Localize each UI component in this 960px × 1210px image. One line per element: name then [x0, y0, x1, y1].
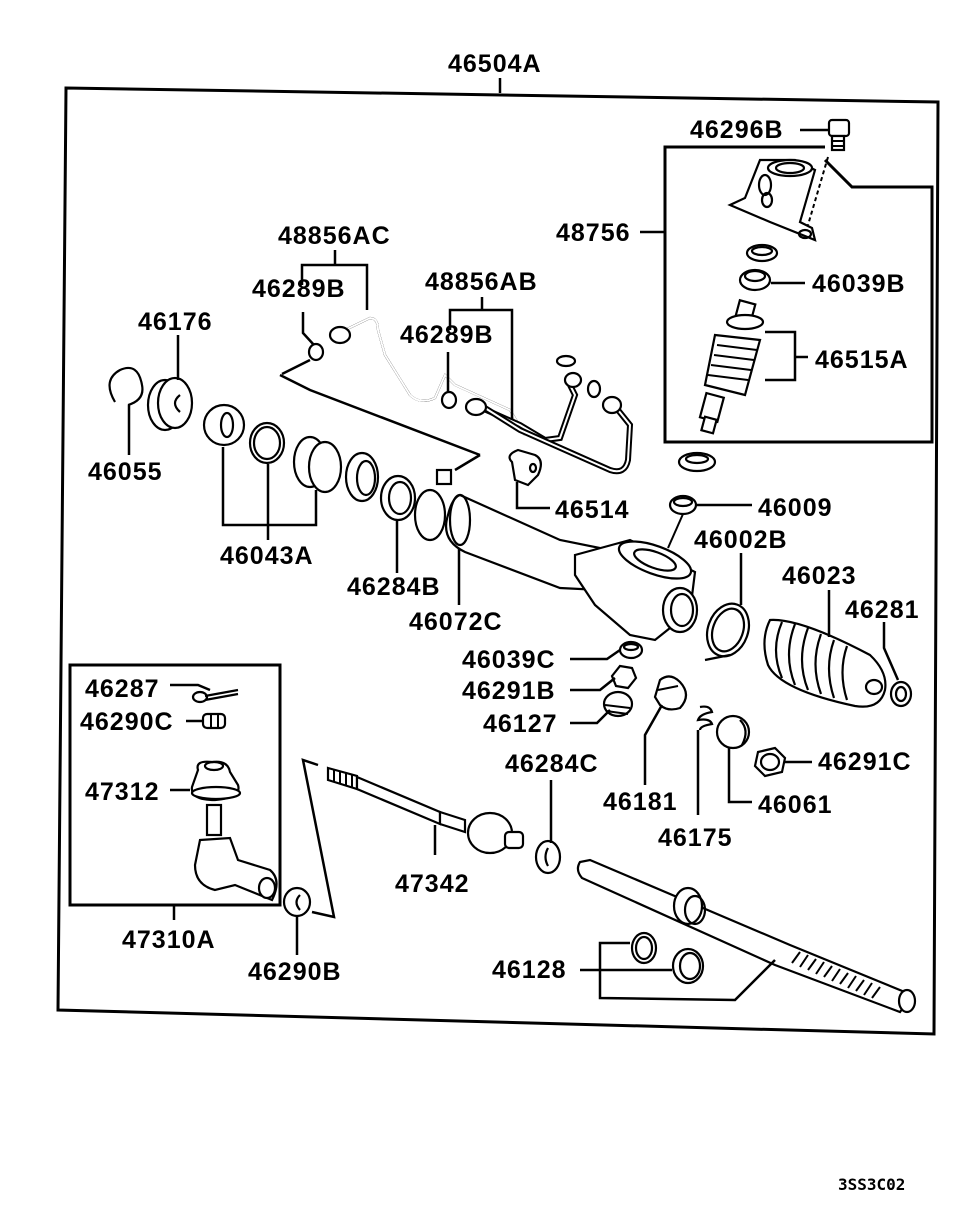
- label-46175[interactable]: 46175: [658, 824, 733, 852]
- part-oring-small-1[interactable]: [555, 354, 577, 368]
- label-46127[interactable]: 46127: [483, 710, 558, 738]
- part-tube-48856AC[interactable]: [328, 316, 526, 436]
- label-46514[interactable]: 46514: [555, 496, 630, 524]
- label-46176[interactable]: 46176: [138, 308, 213, 336]
- label-46284B[interactable]: 46284B: [347, 573, 441, 601]
- part-seal-46039B-upper[interactable]: [745, 243, 779, 263]
- label-48856AB[interactable]: 48856AB: [425, 268, 538, 296]
- part-seal-46043A-1[interactable]: [202, 403, 246, 447]
- bracket-46515A: [765, 330, 797, 382]
- part-seal-46128-1[interactable]: [630, 931, 658, 965]
- part-clamp-46514[interactable]: [508, 448, 542, 487]
- part-tie-rod-47342[interactable]: [326, 766, 525, 855]
- part-bolt-46296B[interactable]: [827, 118, 851, 152]
- part-spring-46175[interactable]: [696, 705, 714, 731]
- part-seal-46039C[interactable]: [618, 640, 644, 660]
- leader-46291B: [570, 677, 616, 692]
- drawing-code: 3SS3C02: [838, 1175, 905, 1194]
- part-control-valve-46515A[interactable]: [698, 298, 765, 435]
- label-46039C[interactable]: 46039C: [462, 646, 556, 674]
- bolt-axis-line: [807, 156, 829, 226]
- part-tube-48856AB[interactable]: [464, 371, 634, 475]
- part-locknut-46291B[interactable]: [610, 664, 638, 690]
- label-46504A[interactable]: 46504A: [448, 50, 542, 78]
- part-steering-rack[interactable]: [576, 858, 917, 1014]
- label-46039B[interactable]: 46039B: [812, 270, 906, 298]
- label-47342[interactable]: 47342: [395, 870, 470, 898]
- tube-outline-line-3: [454, 453, 481, 472]
- label-48856AC[interactable]: 48856AC: [278, 222, 391, 250]
- part-dust-cover-47312[interactable]: [190, 760, 242, 802]
- part-bearing-46009[interactable]: [668, 494, 698, 516]
- leader-46127: [570, 709, 611, 725]
- leader-46287: [170, 683, 211, 692]
- tie-rod-fit-line: [301, 758, 336, 919]
- label-46061[interactable]: 46061: [758, 791, 833, 819]
- part-oring-46043A-2[interactable]: [248, 421, 286, 465]
- label-46284C[interactable]: 46284C: [505, 750, 599, 778]
- part-piston-seal-46043A-3[interactable]: [292, 435, 380, 503]
- label-46002B[interactable]: 46002B: [694, 526, 788, 554]
- part-boot-clamp-46002B[interactable]: [700, 598, 756, 662]
- part-snap-ring-46055[interactable]: [108, 366, 144, 407]
- tube-outline-line: [279, 373, 481, 457]
- label-46281[interactable]: 46281: [845, 596, 920, 624]
- label-46515A[interactable]: 46515A: [815, 346, 909, 374]
- part-clip-46281[interactable]: [889, 680, 913, 708]
- part-bushing-46176[interactable]: [146, 376, 194, 432]
- part-rack-boot-46023[interactable]: [763, 618, 887, 708]
- label-46055[interactable]: 46055: [88, 458, 163, 486]
- part-castle-nut-46290C[interactable]: [201, 712, 227, 730]
- label-46296B[interactable]: 46296B: [690, 116, 784, 144]
- label-47312[interactable]: 47312: [85, 778, 160, 806]
- assembly-frame: [56, 86, 940, 1036]
- label-46291B[interactable]: 46291B: [462, 677, 556, 705]
- valve-subassembly-frame: [663, 145, 934, 444]
- part-plug-46127[interactable]: [602, 690, 634, 718]
- part-oring-46289B-1[interactable]: [307, 342, 325, 362]
- leader-46181: [643, 704, 664, 785]
- part-valve-housing[interactable]: [727, 158, 817, 242]
- label-46289B-2[interactable]: 46289B: [400, 321, 494, 349]
- label-46290C[interactable]: 46290C: [80, 708, 174, 736]
- label-46072C[interactable]: 46072C: [409, 608, 503, 636]
- label-46290B[interactable]: 46290B: [248, 958, 342, 986]
- label-46289B-1[interactable]: 46289B: [252, 275, 346, 303]
- label-47310A[interactable]: 47310A: [122, 926, 216, 954]
- part-rack-housing-46072C[interactable]: [413, 468, 699, 642]
- bracket-46128: [598, 941, 776, 1002]
- part-nut-46290B[interactable]: [282, 886, 312, 918]
- part-cotter-pin-46287[interactable]: [191, 688, 239, 704]
- part-oil-seal-upper[interactable]: [677, 451, 717, 473]
- part-oring-small-2[interactable]: [586, 379, 602, 399]
- bracket-46043A: [221, 447, 318, 527]
- leader-46281: [882, 622, 900, 681]
- part-washer-46284C[interactable]: [534, 839, 562, 875]
- leader-46039C: [570, 648, 621, 661]
- part-seal-46039B[interactable]: [738, 268, 772, 292]
- label-46287[interactable]: 46287: [85, 675, 160, 703]
- leader-46289B-1: [301, 312, 315, 346]
- part-locknut-46291C[interactable]: [753, 746, 787, 778]
- part-cap-46061[interactable]: [715, 714, 751, 750]
- part-seal-46128-2[interactable]: [671, 947, 705, 985]
- leader-46061: [727, 748, 752, 804]
- part-oring-46284B[interactable]: [379, 474, 417, 522]
- label-46023[interactable]: 46023: [782, 562, 857, 590]
- label-48756[interactable]: 48756: [556, 219, 631, 247]
- part-tie-rod-end-47310A[interactable]: [193, 803, 278, 902]
- axis-line-46009: [667, 513, 684, 549]
- part-rack-guide-46181[interactable]: [653, 675, 688, 711]
- label-46043A[interactable]: 46043A: [220, 542, 314, 570]
- label-46291C[interactable]: 46291C: [818, 748, 912, 776]
- label-46128[interactable]: 46128: [492, 956, 567, 984]
- label-46009[interactable]: 46009: [758, 494, 833, 522]
- part-oring-46289B-2[interactable]: [440, 390, 458, 410]
- label-46181[interactable]: 46181: [603, 788, 678, 816]
- tube-outline-line-2: [281, 358, 311, 376]
- leader-46514: [515, 482, 550, 510]
